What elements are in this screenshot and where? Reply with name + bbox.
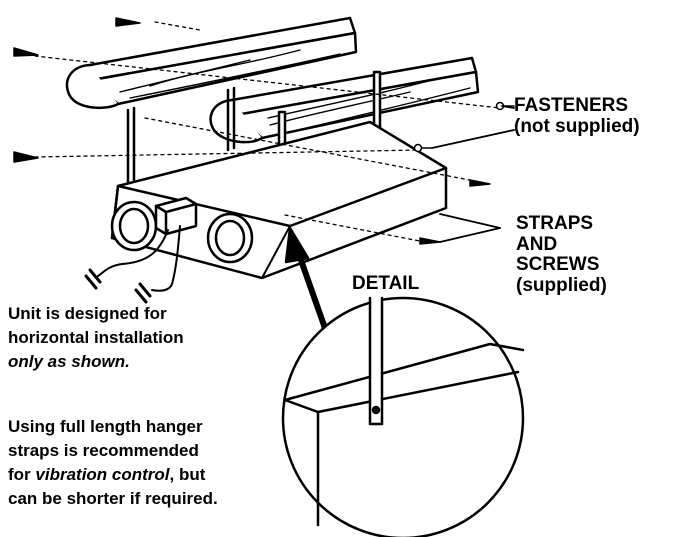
rear-joist	[65, 16, 358, 110]
note-text: , but	[169, 465, 206, 485]
duct-collars	[110, 200, 254, 264]
power-cords	[84, 225, 181, 304]
straps-line-1: STRAPS	[516, 213, 594, 234]
fasteners-note: (not supplied)	[514, 115, 640, 137]
note-emphasis: vibration control	[35, 465, 170, 485]
note-line: horizontal installation	[8, 328, 184, 348]
leader-lines	[431, 105, 515, 243]
straps-note: (supplied)	[516, 274, 607, 296]
note-line: straps is recommended	[8, 441, 199, 461]
straps-line-2: AND	[516, 233, 558, 255]
fasteners-title: FASTENERS	[514, 95, 629, 116]
note-line: for vibration control, but	[8, 463, 218, 487]
fasteners-label: FASTENERS (not supplied)	[514, 95, 640, 137]
note-line: only as shown.	[8, 352, 130, 372]
straps-line-3: SCREWS	[516, 254, 600, 276]
strap-length-note: Using full length hanger straps is recom…	[8, 415, 218, 512]
note-line: can be shorter if required.	[8, 489, 218, 509]
straps-label: STRAPS AND SCREWS (supplied)	[516, 213, 607, 296]
detail-circle	[281, 296, 525, 537]
note-line: Unit is designed for	[8, 304, 167, 323]
unit-body	[110, 120, 448, 280]
note-line: Using full length hanger	[8, 417, 203, 436]
electrical-box	[154, 196, 198, 236]
horizontal-install-note: Unit is designed for horizontal installa…	[8, 302, 184, 374]
note-text: for	[8, 465, 31, 485]
detail-label: DETAIL	[352, 273, 420, 294]
